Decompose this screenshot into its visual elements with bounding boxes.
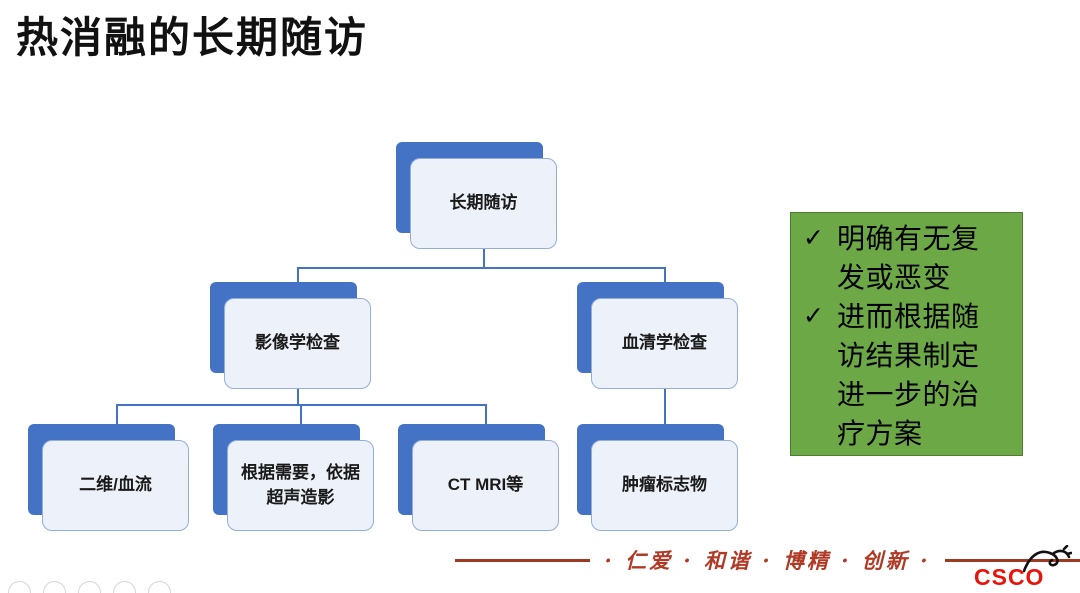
node-label: 二维/血流 <box>79 475 152 495</box>
csco-logo-text: CSCO <box>974 564 1045 590</box>
node-imaging-exam: 影像学检查 <box>210 282 372 390</box>
csco-dragon-icon <box>1022 545 1072 573</box>
callout-box: ✓ 明确有无复发或恶变 ✓ 进而根据随访结果制定进一步的治疗方案 <box>790 212 1023 456</box>
checkmark-icon: ✓ <box>803 302 824 330</box>
node-long-term-follow-up: 长期随访 <box>396 142 558 250</box>
footer-rule-left <box>455 558 591 562</box>
node-face: 肿瘤标志物 <box>591 440 738 531</box>
footer-motto-band: · 仁爱 · 和谐 · 博精 · 创新 · <box>455 546 1080 574</box>
node-tumor-markers: 肿瘤标志物 <box>577 424 739 532</box>
checkmark-icon: ✓ <box>803 224 824 252</box>
csco-logo: CSCO <box>972 545 1072 591</box>
node-ct-mri: CT MRI等 <box>398 424 560 532</box>
connector-line <box>297 267 666 269</box>
footer-motto: · 仁爱 · 和谐 · 博精 · 创新 · <box>604 548 931 573</box>
connector-line <box>300 404 302 440</box>
connector-line <box>664 389 666 440</box>
node-label: 长期随访 <box>449 193 518 213</box>
node-face: CT MRI等 <box>412 440 559 531</box>
node-face: 长期随访 <box>410 158 557 249</box>
player-control-icon-2[interactable] <box>43 581 66 593</box>
callout-text: 明确有无复发或恶变 <box>837 223 980 293</box>
callout-item: ✓ 明确有无复发或恶变 <box>803 219 1012 297</box>
player-control-icon-3[interactable] <box>78 581 101 593</box>
player-control-icon-4[interactable] <box>113 581 136 593</box>
node-label: 血清学检查 <box>622 333 707 353</box>
connector-line <box>297 389 299 406</box>
node-face: 血清学检查 <box>591 298 738 389</box>
node-face: 二维/血流 <box>42 440 189 531</box>
connector-line <box>116 404 118 440</box>
node-face: 影像学检查 <box>224 298 371 389</box>
node-label: 肿瘤标志物 <box>622 475 707 495</box>
node-label: 影像学检查 <box>255 333 340 353</box>
node-serology-exam: 血清学检查 <box>577 282 739 390</box>
connector-line <box>483 249 485 269</box>
node-contrast-ultrasound: 根据需要，依据超声造影 <box>213 424 375 532</box>
player-controls[interactable] <box>8 581 171 593</box>
node-face: 根据需要，依据超声造影 <box>227 440 374 531</box>
player-control-icon-5[interactable] <box>148 581 171 593</box>
player-control-icon-1[interactable] <box>8 581 31 593</box>
page-title: 热消融的长期随访 <box>16 14 369 61</box>
node-label: CT MRI等 <box>447 475 524 495</box>
footer-rule-right <box>944 558 1080 562</box>
callout-text: 进而根据随访结果制定进一步的治疗方案 <box>837 301 980 449</box>
node-label: 根据需要，依据超声造影 <box>241 462 360 507</box>
callout-item: ✓ 进而根据随访结果制定进一步的治疗方案 <box>803 297 1012 453</box>
node-2d-blood-flow: 二维/血流 <box>28 424 190 532</box>
connector-line <box>485 404 487 440</box>
